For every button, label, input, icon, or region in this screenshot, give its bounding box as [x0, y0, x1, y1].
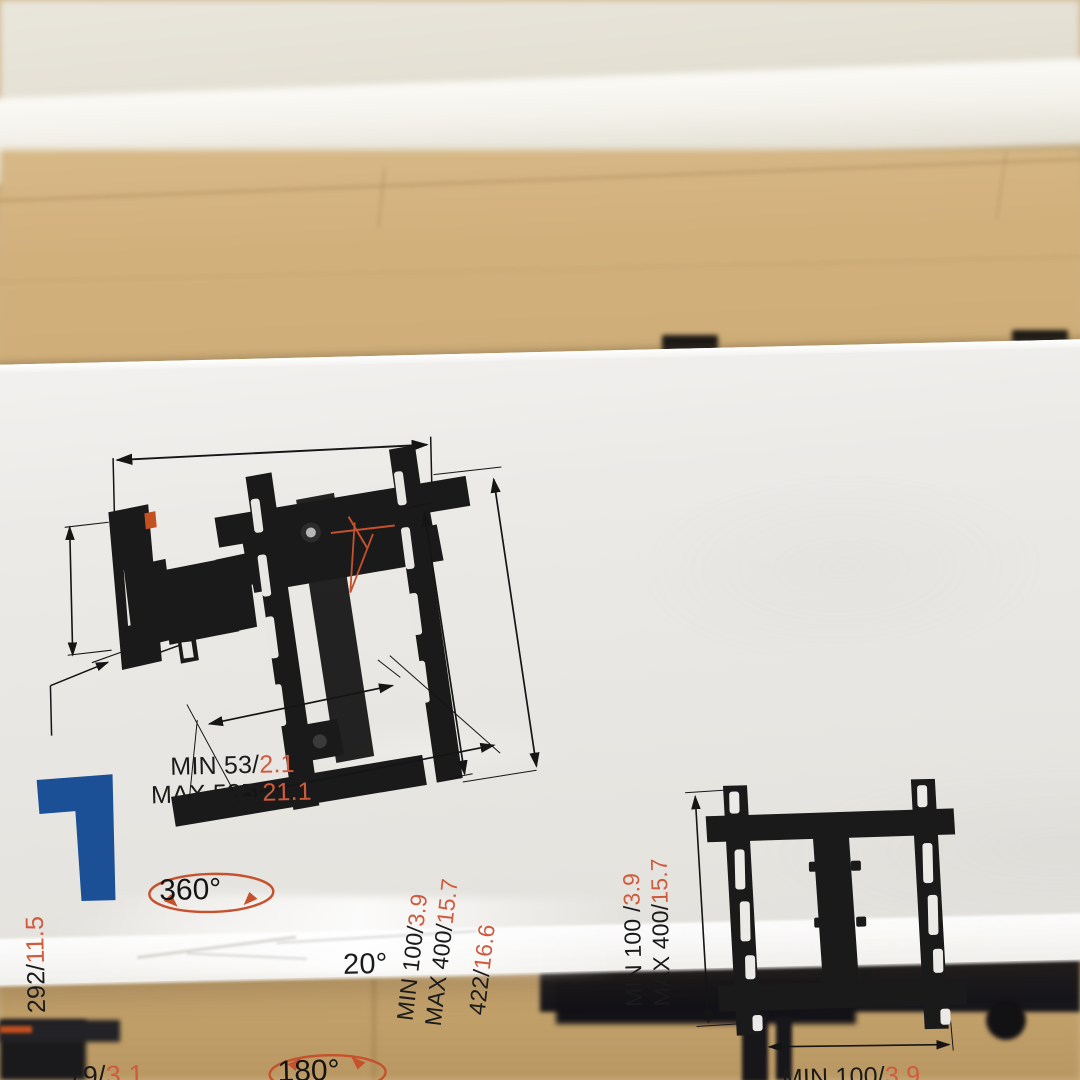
wall-plate-width-label: 79/3.1 — [67, 1059, 145, 1080]
printed-artwork: MIN 53/2.1 MAX 535/21.1 292/11.5 79/3.1 … — [0, 339, 1080, 1080]
depth-label-max: MAX 535/21.1 — [150, 777, 313, 810]
height-label: 292/11.5 — [20, 915, 52, 1014]
vesa-plate-horizontal-label-min: MIN 100/3.9 — [781, 1061, 921, 1080]
tilt-20-label: 20° — [342, 947, 388, 981]
right-diagram-graphics — [685, 778, 968, 1055]
brand-logo-fragment — [36, 774, 116, 901]
tv-stand-knob — [986, 1000, 1026, 1040]
dark-object-left — [0, 1020, 120, 1042]
floor-seam — [372, 952, 376, 1080]
depth-label-min: MIN 53/2.1 — [170, 749, 295, 781]
vesa-plate-vertical-label-max: MAX 400/15.7 — [645, 857, 676, 1007]
product-box: MIN 53/2.1 MAX 535/21.1 292/11.5 79/3.1 … — [0, 338, 1080, 1080]
left-diagram-graphics — [49, 436, 540, 827]
orange-sticker — [0, 1026, 32, 1033]
vesa-plate-vertical-label-min: MIN 100 /3.9 — [617, 872, 648, 1008]
